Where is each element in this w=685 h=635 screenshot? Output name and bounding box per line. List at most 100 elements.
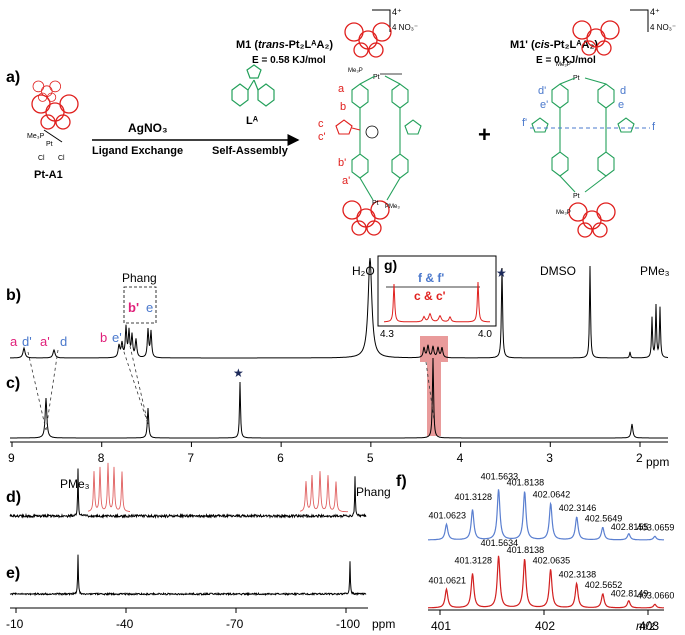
m1p-charge: 4⁺ — [650, 7, 660, 17]
label-dp: d' — [22, 334, 32, 349]
m1p-structure: Me₃P Pt Pt Me₃P — [530, 21, 650, 237]
inset-tick-right: 4.0 — [478, 329, 492, 340]
m1-structure: Me₃P Pt Pt PMe₃ — [336, 23, 421, 235]
label-h2o: H₂O — [352, 264, 375, 278]
ms-peak-label: 401.3128 — [455, 492, 493, 502]
h-tick-label: 3 — [546, 451, 553, 465]
m1-pt-bottom: Pt — [372, 200, 379, 207]
m1-pt-top: Pt — [373, 74, 380, 81]
ms-peak-label: 402.0642 — [533, 490, 571, 500]
m1-pme3-bottom: PMe₃ — [385, 204, 400, 210]
m1p-anion: 4 NO₃⁻ — [650, 23, 676, 32]
m1-charge: 4⁺ — [392, 7, 402, 17]
ms-peak-label: 401.8138 — [507, 545, 545, 555]
reactant-label: Pt-A1 — [34, 169, 63, 181]
correlation-lines — [28, 346, 434, 430]
panel-c-label: c) — [6, 375, 20, 392]
spectrum-c — [10, 358, 668, 438]
label-a: a — [10, 334, 18, 349]
m1p-label-e: e — [618, 99, 624, 111]
reactant-pt: Pt — [46, 141, 53, 148]
ms-peak-label: 401.8138 — [507, 478, 545, 488]
reactant-pme3: Me₃P — [27, 133, 45, 140]
p-tick-label: -70 — [226, 617, 244, 631]
h-tick-label: 2 — [636, 451, 643, 465]
ms-tick-label: 401 — [431, 619, 451, 633]
p-label-phang: Phang — [356, 485, 391, 499]
panel-e-label: e) — [6, 565, 20, 582]
h-tick-label: 7 — [187, 451, 194, 465]
ms-peak-label: 402.3138 — [559, 570, 597, 580]
m1-label-ap: a' — [342, 175, 350, 187]
label-pme3: PMe₃ — [640, 264, 670, 278]
m1-title: M1 (trans-Pt₂LᴬA₂) — [236, 39, 333, 51]
h-tick-label: 6 — [277, 451, 284, 465]
m1p-label-dp: d' — [538, 85, 546, 97]
m1p-pme3-bottom: Me₃P — [556, 210, 571, 216]
label-bp: b' — [128, 300, 139, 315]
m1p-pme3-top: Me₃P — [556, 62, 571, 68]
h-tick-label: 5 — [367, 451, 374, 465]
star-b: ★ — [496, 266, 507, 280]
label-b: b — [100, 330, 107, 345]
m1p-label-fp: f' — [522, 117, 527, 129]
reactant-cl-2: Cl — [58, 155, 65, 162]
ms-peak-label: 402.3146 — [559, 503, 597, 513]
h-axis-ticks: 98765432 — [8, 442, 643, 465]
reactant-cl-1: Cl — [38, 155, 45, 162]
m1p-label-d: d — [620, 85, 626, 97]
m1-energy: E = 0.58 KJ/mol — [252, 55, 326, 66]
h-tick-label: 4 — [457, 451, 464, 465]
scheme-panel: a) Me₃P Pt Cl Cl Pt-A1 AgNO₃ Ligand Exch… — [6, 7, 676, 237]
label-ep: e' — [112, 330, 122, 345]
label-dmso: DMSO — [540, 264, 576, 278]
label-d: d — [60, 334, 67, 349]
ligand-structure — [232, 65, 274, 106]
ms-peak-label: 401.0623 — [428, 510, 466, 520]
m1p-pt-bottom: Pt — [573, 193, 580, 200]
spectrum-e — [10, 555, 366, 595]
ms-peak-label: 401.0621 — [428, 575, 466, 585]
m1p-label-f: f — [652, 121, 656, 133]
label-e: e — [146, 300, 153, 315]
panel-f-label: f) — [396, 473, 407, 490]
m1-pme3-top: Me₃P — [348, 68, 363, 74]
label-ap: a' — [40, 334, 50, 349]
m1-label-cp: c' — [318, 131, 326, 143]
m1p-bracket — [630, 10, 648, 32]
ms-peak-label: 403.0659 — [637, 522, 675, 532]
p-tick-label: -40 — [116, 617, 134, 631]
ms-peak-label: 401.3128 — [455, 556, 493, 566]
ms-peak-label: 403.0660 — [637, 590, 675, 600]
ms-red-series: 401.0621401.3128401.5634401.8138402.0635… — [428, 538, 674, 608]
p-axis-unit: ppm — [372, 617, 395, 631]
h-axis-unit: ppm — [646, 455, 669, 469]
m1p-title: M1' (cis-Pt₂LᴬA₂) — [510, 39, 598, 51]
ms-axis-unit: m/z — [636, 619, 655, 633]
panel-a-label: a) — [6, 69, 20, 86]
panel-d-label: d) — [6, 489, 21, 506]
h-tick-label: 9 — [8, 451, 15, 465]
spectrum-d-inset — [88, 463, 348, 512]
m1-label-a: a — [338, 83, 345, 95]
ms-peak-label: 402.0635 — [533, 556, 571, 566]
ms-blue-series: 401.0623401.3128401.5633401.8138402.0642… — [428, 472, 674, 540]
ms-axis-ticks: 401402403 — [431, 610, 659, 633]
star-c: ★ — [233, 366, 244, 380]
p-tick-label: -10 — [6, 617, 24, 631]
ms-tick-label: 402 — [535, 619, 555, 633]
reagent-agno3: AgNO₃ — [128, 121, 168, 135]
h-nmr-panel: b) c) a d' a' d b e' b' e Phang H₂O DMSO… — [6, 256, 670, 469]
reagent-self-assembly: Self-Assembly — [212, 145, 289, 157]
reactant-phang-structure — [32, 81, 78, 129]
inset-cc-label: c & c' — [414, 289, 446, 303]
p-label-pme3: PMe₃ — [60, 477, 90, 491]
ms-panel: f) 401.0623401.3128401.5633401.8138402.0… — [396, 472, 674, 633]
m1-anion: 4 NO₃⁻ — [392, 23, 418, 32]
m1-label-b: b — [340, 101, 346, 113]
m1-label-c: c — [318, 118, 324, 130]
plus-sign: + — [478, 122, 491, 147]
panel-g-label: g) — [384, 257, 397, 273]
p-tick-label: -100 — [336, 617, 360, 631]
